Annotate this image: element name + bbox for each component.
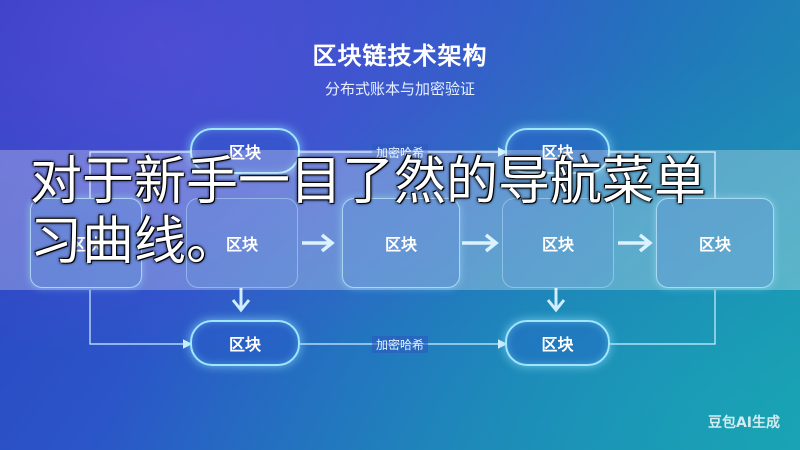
arrow-down-left <box>231 288 251 313</box>
overlay-caption-line2: 习曲线。 <box>30 212 239 272</box>
loop-top-left <box>89 151 190 198</box>
block-mid-3: 区块 <box>342 198 460 288</box>
arrow-mid-3 <box>618 233 653 253</box>
overlay-caption-line1: 对于新手一目了然的导航菜单 <box>30 152 707 212</box>
block-bottom-left: 区块 <box>190 320 300 366</box>
block-top-left: 区块 <box>190 128 300 174</box>
overlay-caption: 对于新手一目了然的导航菜单 习曲线。 <box>30 152 800 272</box>
diagram-subtitle: 分布式账本与加密验证 <box>324 80 475 98</box>
diagram-title: 区块链技术架构 <box>312 42 488 70</box>
block-mid-2: 区块 <box>186 198 298 288</box>
block-mid-1: 区块 <box>30 198 142 288</box>
watermark: 豆包AI生成 <box>707 415 780 431</box>
caption-overlay-band <box>0 150 800 290</box>
arrow-mid-1 <box>302 233 335 253</box>
block-top-right: 区块 <box>505 128 610 174</box>
loop-bottom-right <box>610 290 716 345</box>
loop-top-right <box>610 151 716 198</box>
edge-label-top: 加密哈希 <box>372 144 429 161</box>
arrow-down-right <box>546 288 566 313</box>
loop-bottom-left <box>89 290 193 349</box>
arrow-mid-2 <box>462 233 499 253</box>
edge-label-bottom: 加密哈希 <box>372 336 429 353</box>
block-mid-5: 区块 <box>656 198 774 288</box>
block-bottom-right: 区块 <box>505 320 610 366</box>
block-mid-4: 区块 <box>502 198 614 288</box>
